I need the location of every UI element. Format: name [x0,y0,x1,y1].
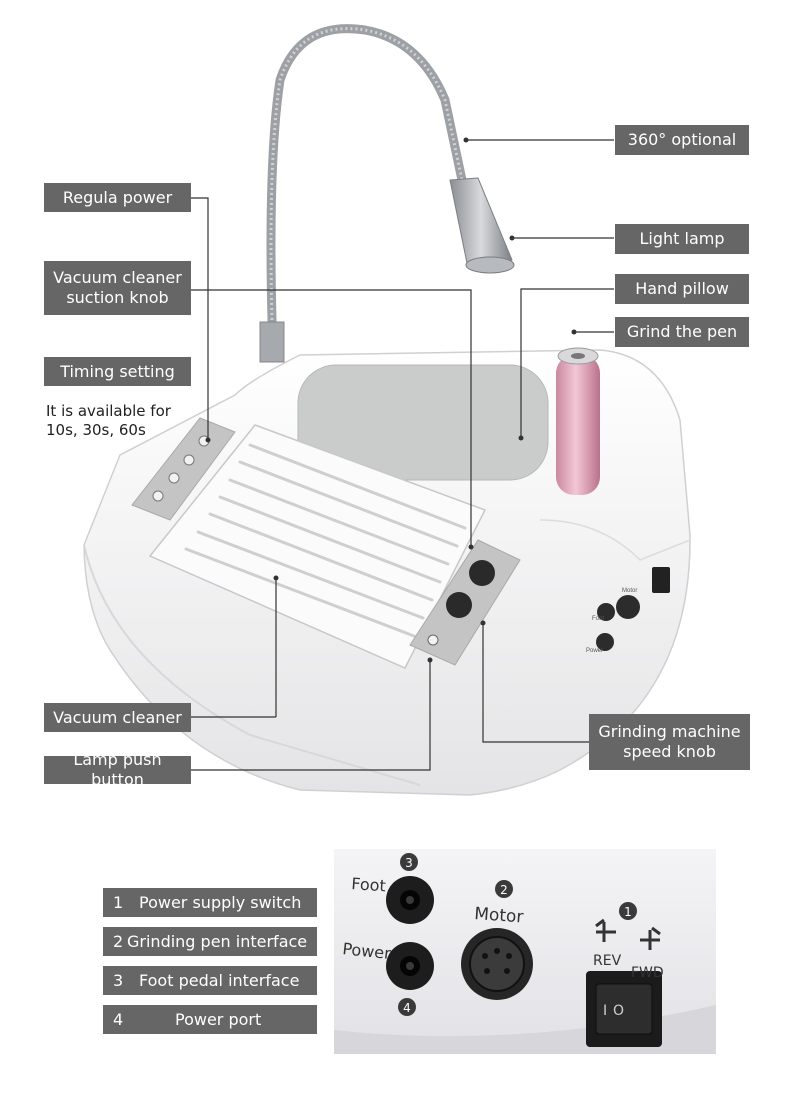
suction-knob[interactable] [469,560,495,586]
legend-item: 4 Power port [103,1005,317,1034]
side-label-motor: Motor [622,588,637,594]
legend-text: Power supply switch [139,893,302,912]
side-label-power: Power [586,648,603,654]
badge-1: 1 [619,902,637,920]
badge-3-number: 3 [405,856,413,870]
badge-3: 3 [400,853,418,871]
callout-hand-pillow: Hand pillow [615,274,749,304]
fwd-icon [640,926,661,950]
side-label-foot: Foot [592,616,604,622]
switch-on-mark: I [603,1003,607,1019]
lamp-button[interactable] [427,634,439,646]
legend-text: Grinding pen interface [127,932,308,951]
panel-label-fwd: FWD [631,965,664,981]
callout-vacuum-cleaner: Vacuum cleaner [44,703,191,732]
power-jack [386,942,434,990]
badge-2: 2 [495,880,513,898]
legend-text: Foot pedal interface [139,971,300,990]
callout-regula-power: Regula power [44,183,191,212]
badge-4-number: 4 [403,1001,411,1015]
panel-label-motor: Motor [474,904,524,927]
badge-2-number: 2 [500,883,508,897]
callout-360-optional: 360° optional [615,125,749,155]
timing-note: It is available for 10s, 30s, 60s [46,402,171,439]
legend-number: 1 [113,893,124,912]
vacuum-grille [148,424,487,669]
panel-label-foot: Foot [351,874,387,895]
callout-timing-setting: Timing setting [44,357,191,386]
legend-item: 2 Grinding pen interface [103,927,317,956]
badge-4: 4 [398,998,416,1016]
legend-number: 3 [113,971,124,990]
callout-vacuum-suction-knob: Vacuum cleaner suction knob [44,261,191,315]
foot-jack [386,876,434,924]
gooseneck-lamp [259,24,515,363]
legend-item: 3 Foot pedal interface [103,966,317,995]
callout-grind-the-pen: Grind the pen [615,317,749,347]
panel-label-rev: REV [593,953,622,969]
callout-light-lamp: Light lamp [615,224,749,254]
grinding-pen [556,347,600,495]
switch-off-mark: O [613,1003,624,1019]
badge-1-number: 1 [624,905,632,919]
hand-pillow [297,364,549,481]
rev-icon [595,918,616,942]
legend-text: Power port [175,1010,262,1029]
legend-number: 2 [113,932,124,951]
timing-control-plate [131,417,236,521]
speed-control-plate [409,539,521,666]
callout-grinding-speed-knob: Grinding machine speed knob [589,714,750,770]
motor-socket [461,928,533,1000]
side-port-panel: Foot Power Motor [586,567,670,654]
speed-knob[interactable] [446,592,472,618]
legend-item: 1 Power supply switch [103,888,317,917]
leader-lines [191,137,614,771]
power-rocker-switch[interactable]: I O [586,971,662,1047]
panel-label-power: Power [342,939,393,963]
legend-number: 4 [113,1010,124,1029]
